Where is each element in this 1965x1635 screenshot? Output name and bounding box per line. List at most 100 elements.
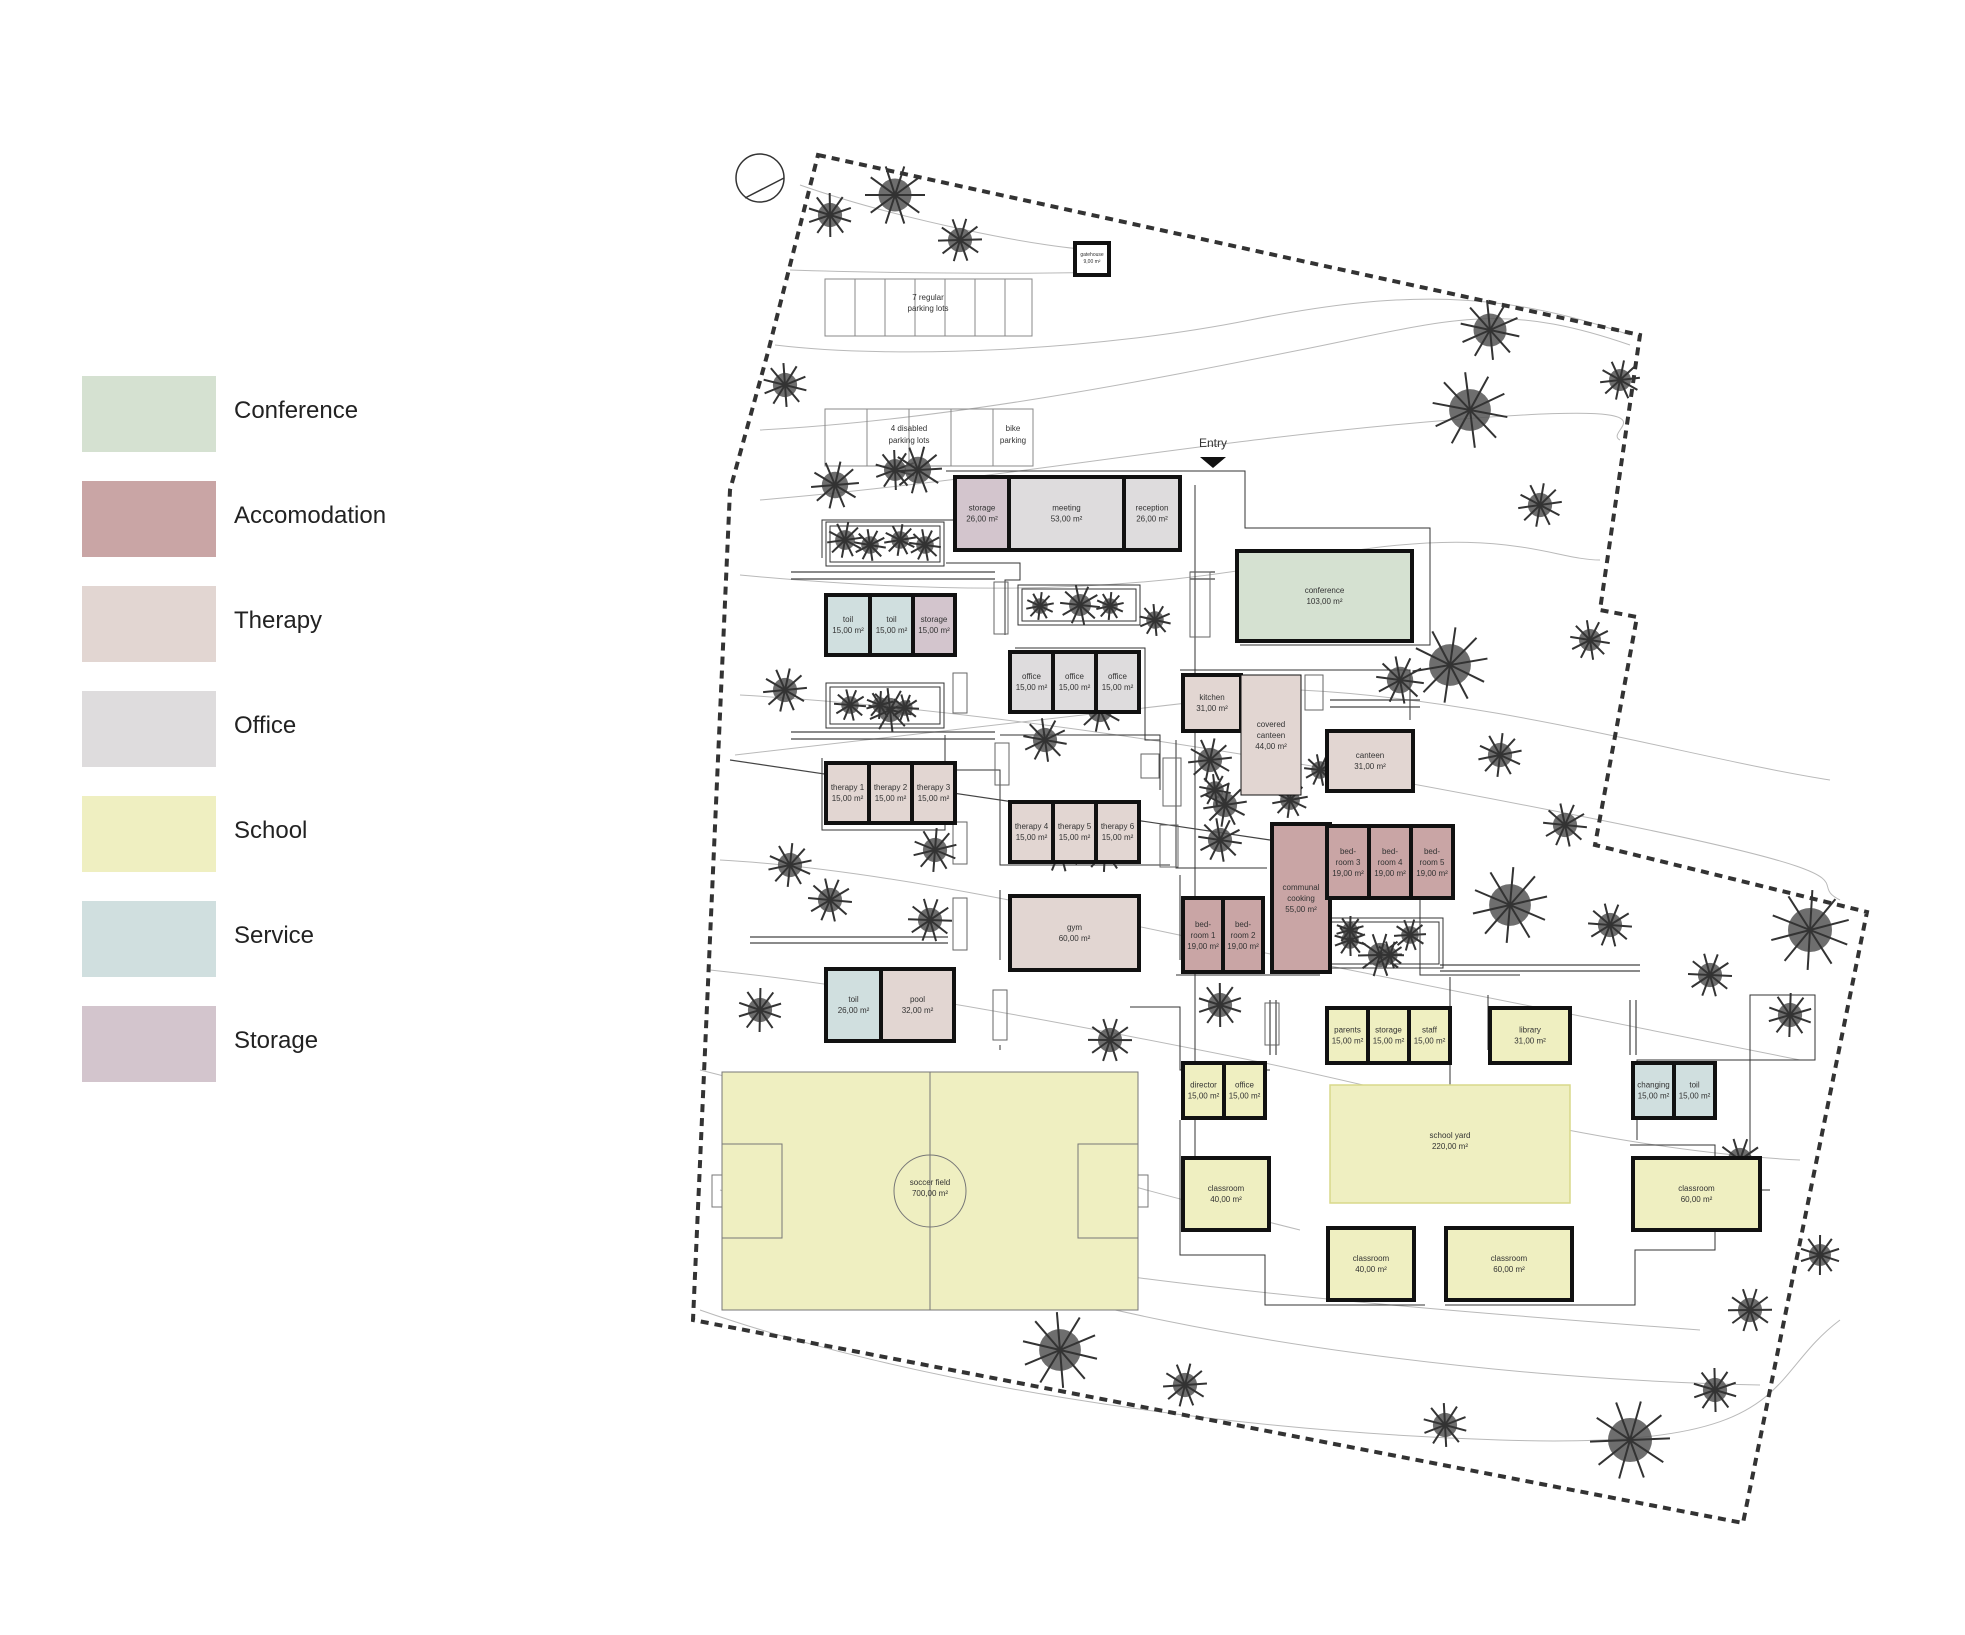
room-changing-shape	[1631, 1061, 1676, 1120]
room-director-shape	[1181, 1061, 1226, 1120]
tree-icon	[1518, 483, 1562, 527]
room-gym-shape	[1008, 894, 1141, 972]
tree-icon	[893, 446, 943, 494]
tree-icon	[1162, 1363, 1208, 1407]
corridors	[729, 571, 1640, 1055]
room-therapy-4-label-line1: therapy 4	[1015, 822, 1049, 831]
tree-icon	[913, 827, 957, 873]
room-office-1-label-line2: 15,00 m²	[1016, 683, 1048, 692]
room-toil-1-label-line1: toil	[843, 615, 853, 624]
tree-icon	[1376, 656, 1424, 704]
room-director-label-line2: 15,00 m²	[1188, 1092, 1220, 1101]
room-covered-canteen-label-line3: 44,00 m²	[1255, 742, 1287, 751]
room-bedroom-2-label-line2: room 2	[1231, 931, 1256, 940]
room-covered-canteen-label-line1: covered	[1257, 720, 1285, 729]
room-soccer-field-label-line2: 700,00 m²	[912, 1189, 948, 1198]
tree-icon	[1771, 890, 1849, 970]
room-bedroom-4-shape	[1367, 824, 1413, 900]
tree-icon	[1543, 803, 1587, 847]
tree-icon	[763, 668, 807, 712]
room-staff-label-line1: staff	[1422, 1026, 1438, 1035]
room-bedroom-5: bed-room 519,00 m²	[1409, 824, 1455, 900]
bike-parking-label-line2: parking	[1000, 436, 1026, 445]
legend-label-conference: Conference	[234, 397, 359, 424]
gatehouse-label: gatehouse	[1080, 252, 1104, 258]
room-bedroom-5-label-line2: room 5	[1420, 858, 1445, 867]
room-storage-top-label-line2: 26,00 m²	[966, 515, 998, 524]
regular-parking-label-line2: parking lots	[908, 304, 949, 313]
room-classroom-1-label-line1: classroom	[1208, 1184, 1245, 1193]
room-toil-1-shape	[824, 593, 872, 657]
room-reception-shape	[1122, 475, 1182, 552]
school-yard-area	[1329, 1084, 1571, 1204]
legend-swatch-service	[82, 901, 216, 977]
room-office-3-shape	[1094, 650, 1141, 714]
room-toil-pool-shape	[824, 967, 883, 1043]
room-office-school-label-line1: office	[1235, 1081, 1255, 1090]
room-bedroom-1: bed-room 119,00 m²	[1181, 896, 1225, 974]
room-therapy-3-label-line1: therapy 3	[917, 783, 951, 792]
tree-icon	[1199, 773, 1231, 807]
room-therapy-4: therapy 415,00 m²	[1008, 800, 1055, 864]
room-storage-school-shape	[1366, 1006, 1411, 1065]
room-parents-shape	[1325, 1006, 1370, 1065]
room-parents-label-line1: parents	[1334, 1026, 1361, 1035]
gatehouse: gatehouse 9,00 m²	[1073, 241, 1111, 277]
room-bedroom-5-shape	[1409, 824, 1455, 900]
room-storage-2-label-line1: storage	[921, 615, 948, 624]
room-toil-school-label-line2: 15,00 m²	[1679, 1092, 1711, 1101]
tree-icon	[827, 522, 863, 558]
room-bedroom-5-label-line3: 19,00 m²	[1416, 869, 1448, 878]
room-therapy-1: therapy 115,00 m²	[824, 761, 871, 825]
tree-icon	[833, 689, 867, 721]
tree-icon	[865, 166, 925, 224]
room-kitchen-shape	[1181, 673, 1243, 733]
planters	[825, 521, 1444, 969]
room-bedroom-1-shape	[1181, 896, 1225, 974]
tree-icon	[907, 898, 953, 942]
room-changing-label-line2: 15,00 m²	[1638, 1092, 1670, 1101]
room-classroom-3-shape	[1444, 1226, 1574, 1302]
tree-icon	[909, 529, 941, 561]
room-covered-canteen-shape	[1240, 674, 1302, 796]
room-pool-label-line2: 32,00 m²	[902, 1006, 934, 1015]
room-bedroom-4: bed-room 419,00 m²	[1367, 824, 1413, 900]
tree-icon	[808, 192, 852, 238]
room-storage-top-shape	[953, 475, 1011, 552]
room-storage-school-label-line1: storage	[1375, 1026, 1402, 1035]
gatehouse-area: 9,00 m²	[1084, 259, 1101, 265]
room-toil-pool-label-line2: 26,00 m²	[838, 1006, 870, 1015]
room-therapy-1-label-line2: 15,00 m²	[832, 794, 864, 803]
room-classroom-4-label-line2: 60,00 m²	[1681, 1195, 1713, 1204]
tree-icon	[1087, 1018, 1133, 1062]
room-therapy-2: therapy 215,00 m²	[867, 761, 914, 825]
legend-swatch-therapy	[82, 586, 216, 662]
room-parents-label-line2: 15,00 m²	[1332, 1037, 1364, 1046]
legend-item-service: Service	[82, 901, 502, 977]
room-bedroom-2-shape	[1221, 896, 1265, 974]
regular-parking	[824, 278, 1033, 337]
room-toil-2-label-line1: toil	[886, 615, 896, 624]
room-therapy-3-shape	[910, 761, 957, 825]
room-therapy-6-label-line2: 15,00 m²	[1102, 833, 1134, 842]
room-classroom-2-label-line1: classroom	[1353, 1254, 1390, 1263]
tree-icon	[1023, 718, 1067, 762]
tree-icon	[1203, 783, 1247, 827]
room-canteen-shape	[1325, 729, 1415, 793]
room-school-yard-label-line2: 220,00 m²	[1432, 1142, 1468, 1151]
room-office-3-label-line2: 15,00 m²	[1102, 683, 1134, 692]
